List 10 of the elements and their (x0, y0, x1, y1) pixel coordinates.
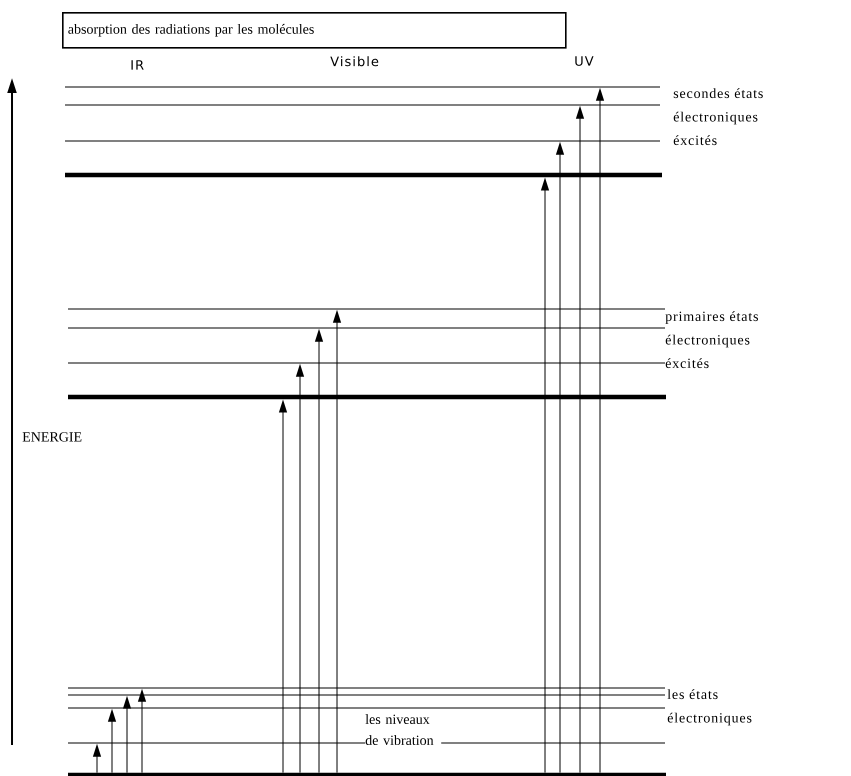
text-label: ENERGIE (22, 432, 82, 442)
text-label: primaires états électroniques éxcités (665, 311, 758, 368)
text-label: Visible (330, 56, 378, 66)
text-label: secondes états électroniques éxcités (674, 88, 763, 146)
title-box: absorption des radiations par les molécules (62, 12, 567, 49)
text-label: UV (575, 56, 594, 66)
text-label: les niveaux de vibration (365, 714, 442, 746)
text-label: les états électroniques (667, 689, 752, 726)
energy-level-line (68, 772, 666, 776)
text-label: IR (131, 60, 144, 70)
